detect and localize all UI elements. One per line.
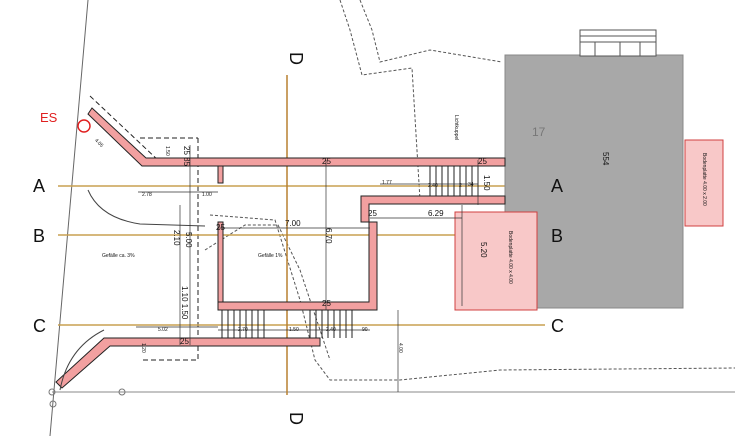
section-d-bottom: D: [286, 412, 306, 425]
dim-5-20: 5.20: [479, 242, 488, 258]
section-b-left: B: [33, 226, 45, 246]
dim-1-20: 1.20: [140, 343, 146, 353]
es-label: ES: [40, 110, 58, 125]
dim-1-00: 1.00: [202, 192, 212, 198]
dim-7-00: 7.00: [285, 219, 301, 228]
balcony: [579, 29, 657, 57]
dim-1-50-stair: 1.50: [482, 175, 491, 191]
survey-point: [118, 388, 126, 396]
curved-path: [59, 329, 105, 391]
terrain-line: [204, 224, 331, 361]
dim-2-40-low: 2.40: [326, 327, 336, 333]
dim-5-00: 5.00: [184, 232, 193, 248]
dim-90: 90: [362, 327, 368, 333]
walls: [55, 107, 506, 389]
dim-25-low: 25: [322, 299, 331, 308]
property-line-left: [49, 0, 89, 436]
slope-note-mid: Gefälle 1%: [258, 253, 283, 259]
survey-point: [48, 388, 56, 396]
building-number: 554: [601, 152, 610, 166]
stairs: [221, 166, 479, 338]
skylight-note: Lichtkuppel: [453, 115, 459, 140]
dim-1-50-top: 1.50: [164, 146, 170, 156]
dim-25-bot: 25: [180, 337, 189, 346]
footprint-dashed: [140, 138, 199, 361]
dim-5-02: 5.02: [158, 327, 168, 333]
dim-25-left: 25: [216, 223, 225, 232]
dim-2-34: 34: [468, 182, 474, 188]
dim-1-77: 1.77: [382, 180, 392, 186]
section-a-right: A: [551, 176, 563, 196]
dim-25-top-right: 25: [478, 157, 487, 166]
section-a-left: A: [33, 176, 45, 196]
dim-2-10: 2.10: [172, 230, 181, 246]
dim-25-mid: 25: [368, 209, 377, 218]
terrain-line: [339, 0, 421, 201]
dim-1-50-low: 1.50: [289, 327, 299, 333]
dim-2-36: 2: [459, 183, 462, 189]
section-b-right: B: [551, 226, 563, 246]
curved-path: [87, 189, 206, 227]
section-c-left: C: [33, 316, 46, 336]
slab-right-label: Bodenplatte 4.00 x 2.00: [701, 153, 707, 206]
dim-25-85: 25 85: [182, 146, 191, 167]
dim-25-top-mid: 25: [322, 157, 331, 166]
dim-2-40-top: 2.40: [428, 183, 438, 189]
slab-center-label: Bodenplatte 4.00 x 4.00: [507, 231, 513, 284]
dim-6-29: 6.29: [428, 209, 444, 218]
floor-slab-right: [684, 139, 724, 227]
section-d-top: D: [286, 52, 306, 65]
slope-note-left: Gefälle ca. 3%: [102, 253, 135, 259]
dimension-lines: [136, 145, 479, 392]
contour-label: 17: [532, 125, 546, 139]
es-circle-icon: [77, 119, 91, 133]
terrain-line: [359, 0, 503, 63]
floor-slab-center: [454, 211, 538, 311]
dim-2-70: 2.70: [238, 327, 248, 333]
section-c-right: C: [551, 316, 564, 336]
dim-4-05: 4.05: [93, 138, 104, 149]
dim-2-78: 2.78: [142, 192, 152, 198]
dim-4-00: 4.00: [397, 343, 403, 353]
footprint-dashed: [89, 95, 161, 163]
survey-point: [49, 400, 57, 408]
dim-6-70: 6.70: [324, 228, 333, 244]
dim-1-10-1-50: 1.10 1.50: [180, 286, 189, 320]
